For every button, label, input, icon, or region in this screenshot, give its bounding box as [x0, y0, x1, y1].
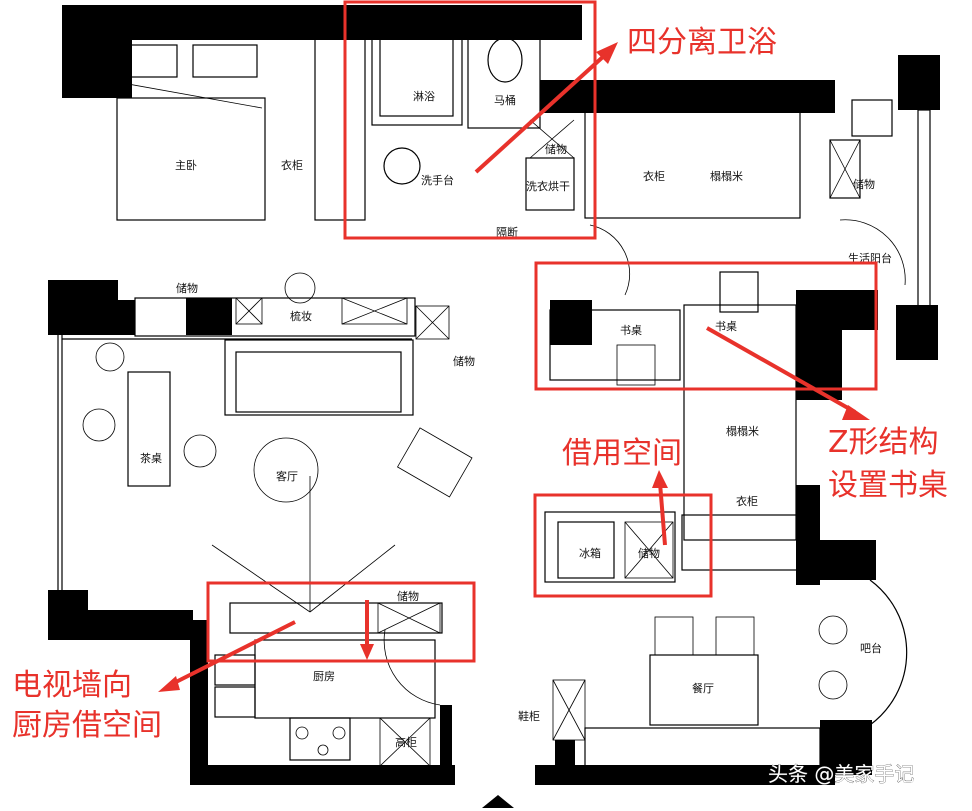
annotation-marks [158, 0, 878, 692]
label-fridge-storage: 储物 [638, 546, 660, 560]
annotations: 四分离卫浴 Z形结构 设置书桌 借用空间 电视墙向 厨房借空间 [12, 25, 948, 743]
highlight-bathroom [343, 0, 597, 240]
label-shower: 淋浴 [413, 90, 435, 103]
annotation-tv-line2: 厨房借空间 [12, 708, 162, 743]
label-dressing: 梳妆 [290, 309, 312, 323]
highlight-tv-wall [206, 581, 476, 663]
arrow-bathroom [474, 53, 607, 174]
label-tea-table: 茶桌 [140, 452, 162, 465]
label-master-bedroom: 主卧 [175, 159, 197, 172]
label-bedroom2-tatami: 榻榻米 [710, 169, 743, 183]
room-labels: 淋浴 马桶 储物 洗手台 洗衣烘干 隔断 主卧 衣柜 衣柜 榻榻米 储物 生活阳… [140, 90, 892, 749]
annotation-borrowed: 借用空间 [562, 436, 682, 471]
label-study-tatami: 榻榻米 [726, 424, 759, 438]
interior-lines [57, 24, 931, 808]
highlight-borrowed [533, 493, 713, 598]
arrow-tv-wall [169, 620, 296, 687]
watermark: 头条 @美家手记 [768, 762, 914, 786]
label-desk-right: 书桌 [715, 320, 737, 333]
label-tv-storage: 储物 [397, 589, 419, 603]
label-desk-left: 书桌 [620, 324, 642, 337]
label-laundry: 洗衣烘干 [526, 179, 570, 193]
annotation-bathroom: 四分离卫浴 [627, 25, 777, 60]
highlight-desk [534, 261, 878, 391]
label-bar-counter: 吧台 [860, 641, 882, 655]
label-balcony-storage: 储物 [853, 177, 875, 191]
label-washbasin: 洗手台 [421, 173, 454, 187]
annotation-desk-line2: 设置书桌 [828, 468, 948, 503]
label-fridge: 冰箱 [579, 546, 601, 560]
walls [48, 5, 940, 785]
label-living-room: 客厅 [276, 469, 298, 483]
label-bath-storage: 储物 [545, 142, 567, 156]
label-hall-storage: 储物 [176, 281, 198, 295]
arrow-desk [706, 326, 856, 414]
annotation-desk-line1: Z形结构 [828, 425, 939, 460]
label-kitchen: 厨房 [313, 670, 335, 683]
label-partition: 隔断 [496, 225, 518, 239]
label-toilet: 马桶 [494, 93, 516, 107]
arrow-borrowed [658, 482, 667, 546]
label-dining-room: 餐厅 [692, 681, 714, 695]
label-master-wardrobe: 衣柜 [281, 158, 303, 172]
label-study-wardrobe: 衣柜 [736, 494, 758, 508]
label-bedroom2-wardrobe: 衣柜 [643, 169, 665, 183]
label-tall-cabinet: 高柜 [395, 735, 417, 749]
label-living-storage: 储物 [453, 354, 475, 368]
annotation-tv-line1: 电视墙向 [12, 668, 132, 703]
label-shoe-cabinet: 鞋柜 [518, 709, 540, 723]
